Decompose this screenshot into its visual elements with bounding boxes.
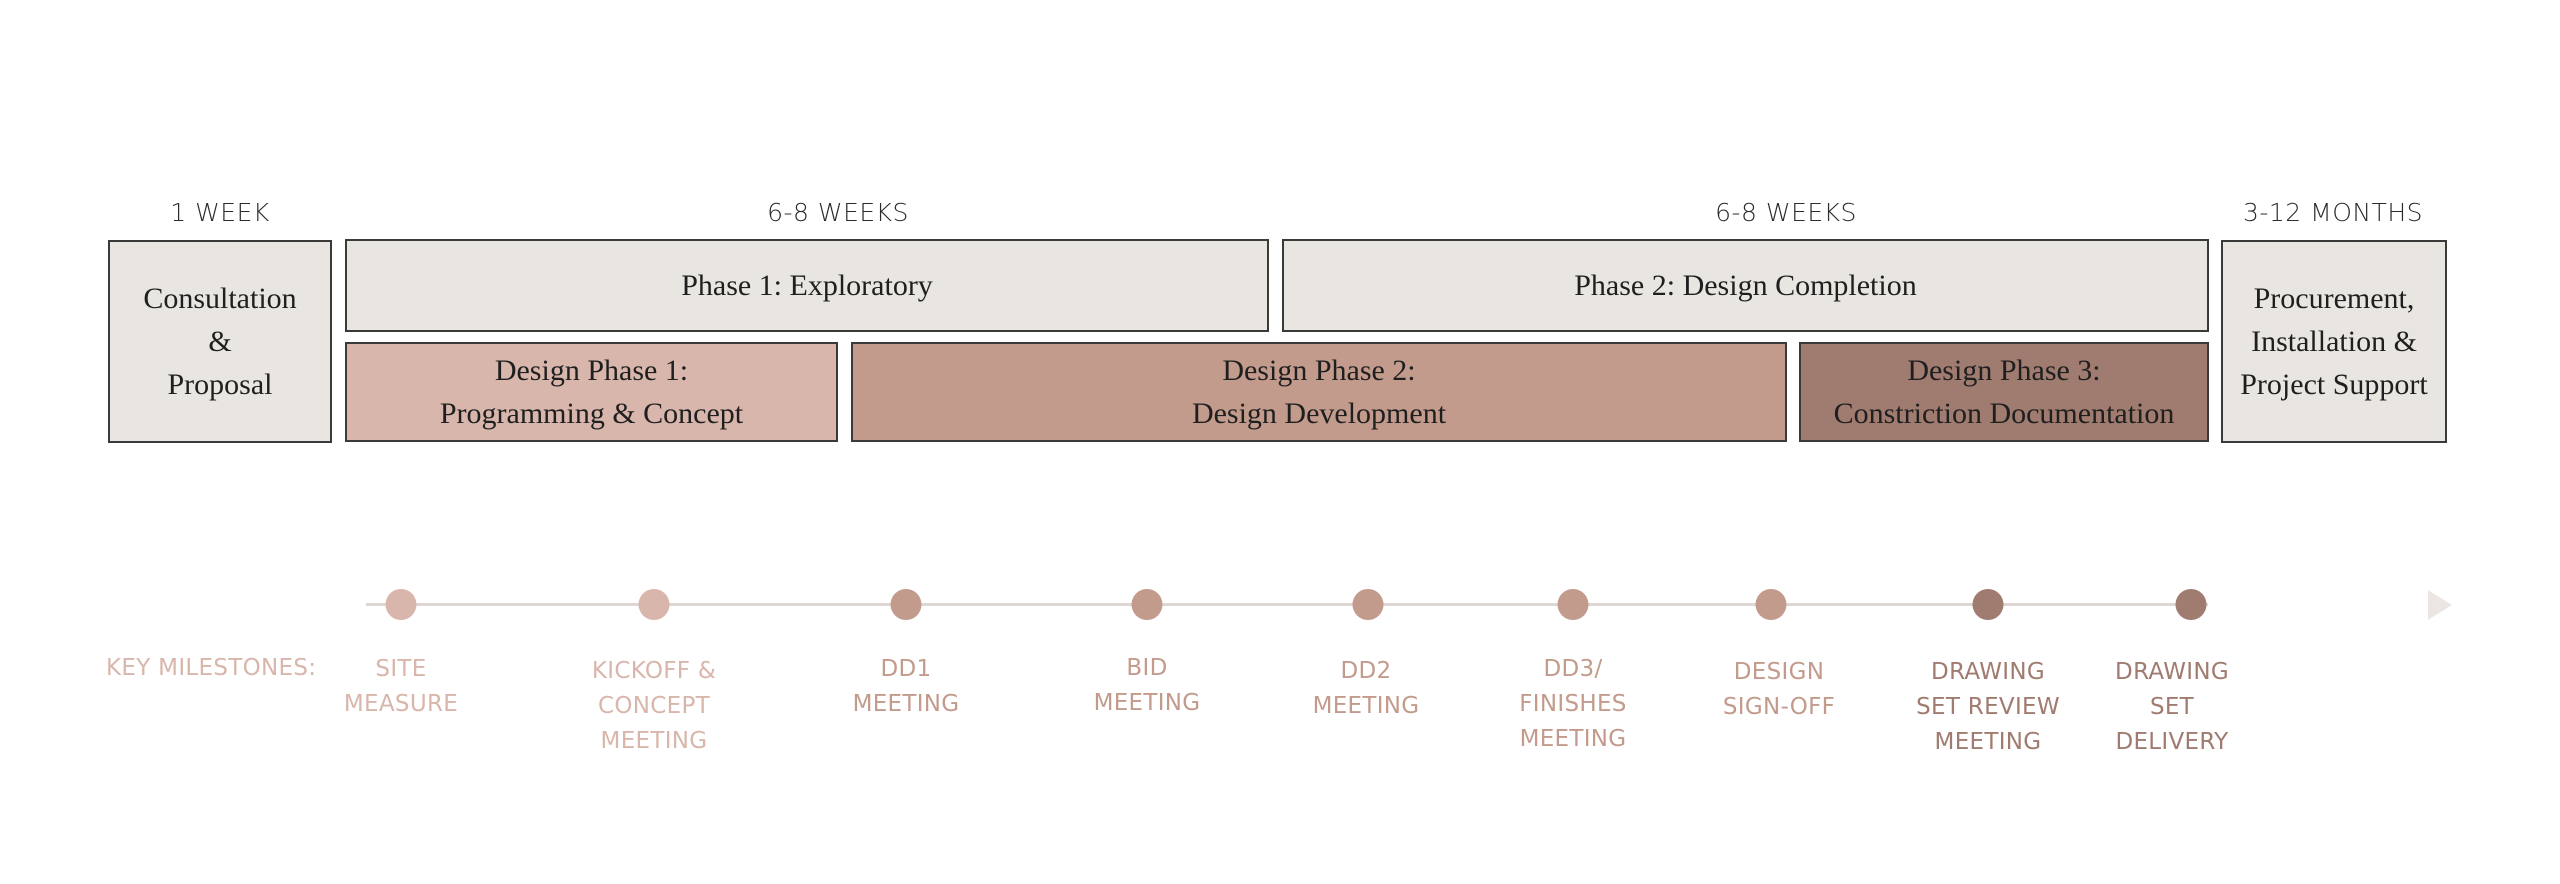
design-phase-2-box: Design Phase 2: Design Development [851,342,1787,442]
milestone-label-bid: BID MEETING [1093,655,1201,716]
procurement-label: Procurement, Installation & Project Supp… [2240,282,2428,401]
milestone-dot-design-signoff [1755,589,1787,620]
phase-1-box: Phase 1: Exploratory [345,239,1269,332]
phase-1-label: Phase 1: Exploratory [681,269,933,302]
milestone-label-kickoff: KICKOFF & CONCEPT MEETING [591,658,717,754]
design-phase-1-box: Design Phase 1: Programming & Concept [345,342,838,442]
milestone-label-drawing-set-review: DRAWING SET REVIEW MEETING [1916,659,2060,755]
milestone-track [366,603,2208,606]
procurement-box: Procurement, Installation & Project Supp… [2221,240,2447,443]
design-phase-2-label: Design Phase 2: Design Development [1191,354,1447,430]
phase-2-label: Phase 2: Design Completion [1574,269,1917,302]
milestone-label-dd2: DD2 MEETING [1312,658,1420,719]
design-phase-3-box: Design Phase 3: Constriction Documentati… [1799,342,2209,442]
milestone-dot-drawing-set-review [1972,589,2004,620]
milestone-dot-kickoff [638,589,670,620]
milestone-dot-dd3 [1557,589,1589,620]
duration-consultation: 1 WEEK [170,198,270,227]
duration-phase-1: 6-8 WEEKS [767,198,909,227]
milestone-dot-bid [1131,589,1163,620]
phase-2-box: Phase 2: Design Completion [1282,239,2209,332]
consultation-label: Consultation & Proposal [143,282,297,401]
duration-phase-2: 6-8 WEEKS [1715,198,1857,227]
milestone-dot-site-measure [385,589,417,620]
duration-procurement: 3-12 MONTHS [2242,198,2424,227]
milestone-label-dd3: DD3/ FINISHES MEETING [1519,656,1627,752]
milestone-dot-drawing-set-delivery [2175,589,2207,620]
key-milestones-label: KEY MILESTONES: [106,655,317,681]
consultation-box: Consultation & Proposal [108,240,332,443]
milestone-dot-dd2 [1352,589,1384,620]
design-phase-1-label: Design Phase 1: Programming & Concept [439,354,744,430]
design-phase-3-label: Design Phase 3: Constriction Documentati… [1833,354,2175,430]
milestone-dot-dd1 [890,589,922,620]
milestone-label-site-measure: SITE MEASURE [343,656,459,717]
milestone-label-design-signoff: DESIGN SIGN-OFF [1722,659,1836,720]
milestone-label-drawing-set-delivery: DRAWING SET DELIVERY [2115,659,2229,755]
timeline-arrow-icon [2428,590,2452,620]
milestone-label-dd1: DD1 MEETING [852,656,960,717]
